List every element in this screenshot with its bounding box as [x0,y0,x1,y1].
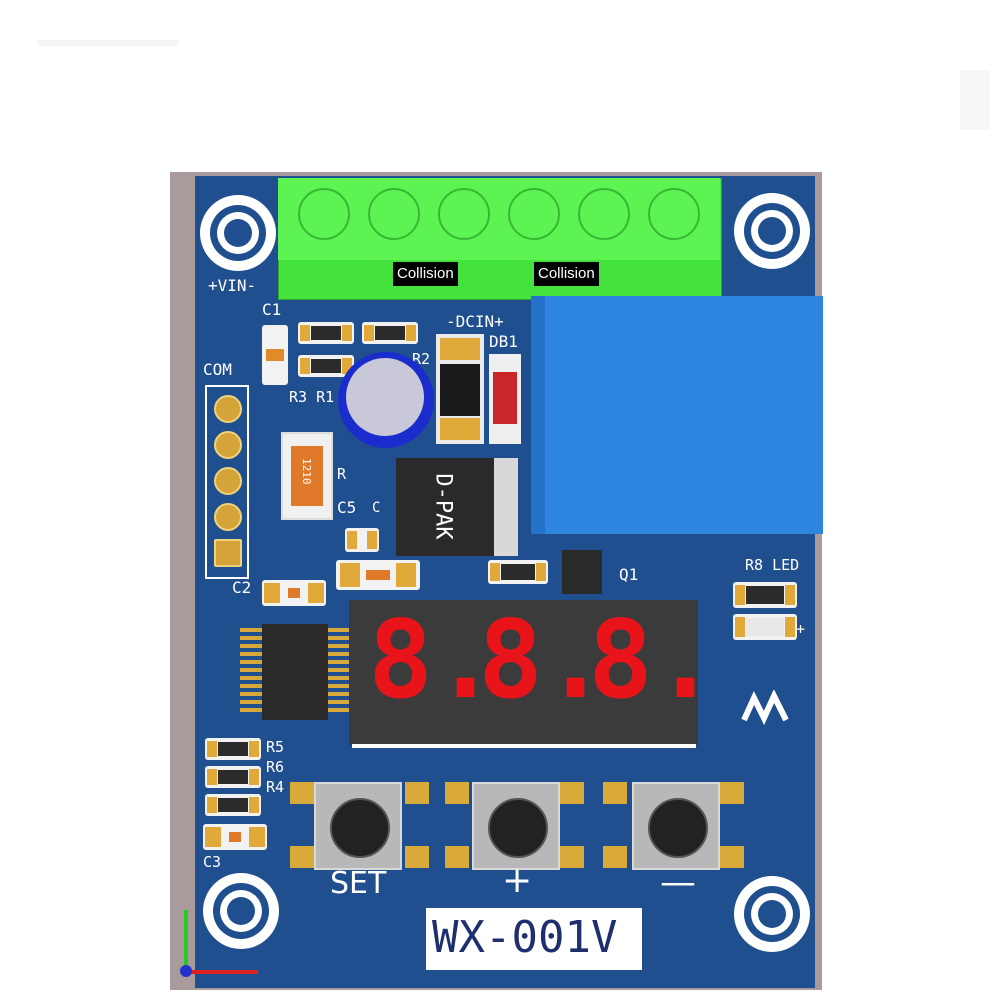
resistor [298,355,354,377]
axis-origin-icon [180,965,192,977]
electrolytic-capacitor [338,352,434,448]
display-digit: 8. [588,598,719,723]
capacitor-c1 [262,325,288,385]
set-label: SET [330,866,387,901]
resistor [298,322,354,344]
silk-c5: C5 [337,498,357,517]
ic-pins-right [328,628,350,716]
display-digit: 8. [478,598,609,723]
terminal-screw-icon[interactable] [648,188,700,240]
relay-side [531,296,545,534]
relay [531,296,823,534]
manufacturer-logo-icon [740,689,790,730]
set-button[interactable] [314,782,402,870]
silk-vin: +VIN- [208,276,257,295]
terminal-screw-icon[interactable] [508,188,560,240]
axis-y-icon [184,910,188,972]
header-pin [214,467,242,495]
silk-1210: 1210 [300,458,313,485]
plus-label: + [502,860,533,901]
terminal-screw-icon[interactable] [438,188,490,240]
capacitor-c2 [262,580,326,606]
microcontroller-ic [262,624,328,720]
header-pin [214,431,242,459]
screw-terminal-top [278,178,720,260]
display-digit: 8. [368,598,499,723]
header-pin [214,395,242,423]
silk-r3r1: R3 R1 [289,388,335,406]
mounting-hole-top-left [200,195,276,271]
ic-pins-left [240,628,262,716]
silk-dcin: -DCIN+ [446,312,504,331]
silk-r6: R6 [266,758,285,776]
model-label-box [426,908,642,970]
silk-com: COM [203,360,232,379]
silk-c1: C1 [262,300,282,319]
plus-button[interactable] [472,782,560,870]
collision-label: Collision [534,262,599,286]
silk-db1: DB1 [489,332,518,351]
button-cap-icon[interactable] [488,798,548,858]
minus-label: — [660,862,696,903]
mounting-hole-bottom-right [734,876,810,952]
resistor-r6 [205,766,261,788]
resistor-r5 [205,738,261,760]
model-label: WX-001V [432,912,618,963]
diode-db1 [489,354,521,444]
silk-r5: R5 [266,738,285,756]
bridge-rectifier [436,334,484,444]
mounting-hole-bottom-left [203,873,279,949]
header-pin [214,539,242,567]
silk-q1: Q1 [619,565,639,584]
header-pin [214,503,242,531]
silk-r: R [337,465,347,483]
display-underline [352,744,696,748]
minus-button[interactable] [632,782,720,870]
seven-segment-display [349,600,698,745]
silk-c3: C3 [203,853,222,871]
mounting-hole-top-right [734,193,810,269]
resistor-r4 [205,794,261,816]
terminal-screw-icon[interactable] [578,188,630,240]
button-cap-icon[interactable] [330,798,390,858]
capacitor [336,560,420,590]
resistor-r8 [733,582,797,608]
silk-r4: R4 [266,778,285,796]
silk-c2: C2 [232,578,252,597]
silk-plus-small: + [796,620,806,638]
resistor [488,560,548,584]
resistor [362,322,418,344]
axis-x-icon [186,970,258,974]
capacitor [345,528,379,552]
led [733,614,797,640]
dpak-regulator: D-PAK [396,458,518,556]
silk-r8led: R8 LED [745,556,800,574]
capacitor-1210: 1210 [281,432,333,520]
silk-dpak: D-PAK [430,473,456,540]
capacitor-c3 [203,824,267,850]
collision-label: Collision [393,262,458,286]
transistor-q1 [562,550,602,594]
silk-c: C [372,500,381,516]
button-cap-icon[interactable] [648,798,708,858]
com-header [205,385,249,579]
terminal-screw-icon[interactable] [368,188,420,240]
terminal-screw-icon[interactable] [298,188,350,240]
